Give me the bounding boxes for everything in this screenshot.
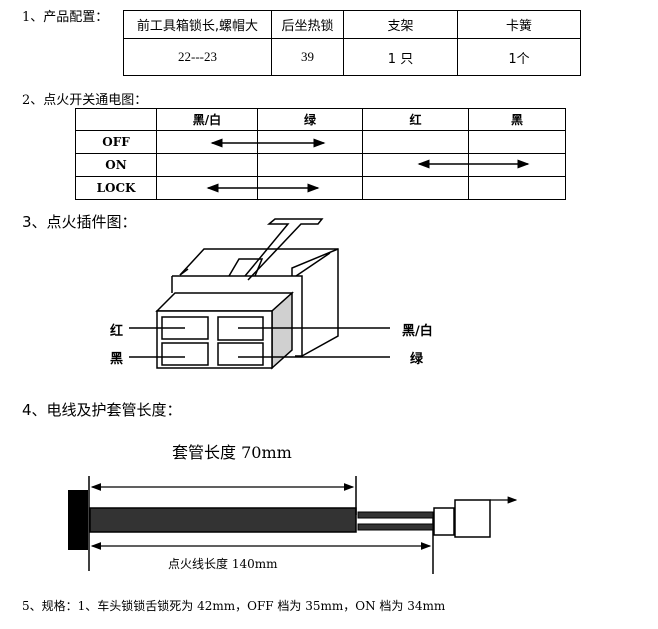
value-cell: 22---23 <box>123 38 272 76</box>
connection-arrows <box>206 138 530 193</box>
section5-spec: 5、规格：1、车头锁锁舌锁死为 42mm，OFF 档为 35mm，ON 档为 3… <box>22 599 446 613</box>
ignition-switch-table: 黑/白 绿 红 黑 OFF ON LOCK <box>75 108 566 200</box>
header-cell: 支架 <box>343 10 458 39</box>
label-green: 绿 <box>410 352 424 367</box>
connector-drawing <box>129 218 390 370</box>
label-black: 黑 <box>110 352 124 367</box>
sleeve <box>89 507 357 533</box>
end-cap <box>68 490 88 550</box>
wire <box>357 523 434 531</box>
header-cell: 卡簧 <box>457 10 581 39</box>
wire-length-drawing <box>68 476 518 574</box>
product-config-table: 前工具箱锁长,螺帽大 后坐热锁 支架 卡簧 22---23 39 1 只 1个 <box>123 10 581 76</box>
value-cell: 1个 <box>457 38 581 76</box>
section2-title: 2、点火开关通电图： <box>22 93 148 108</box>
row-label: LOCK <box>75 176 157 200</box>
row-label: ON <box>75 153 157 177</box>
wire-length-label: 点火线长度 140mm <box>168 557 278 571</box>
header-cell: 前工具箱锁长,螺帽大 <box>123 10 272 39</box>
wire <box>357 511 434 519</box>
section4-title: 4、电线及护套管长度： <box>22 401 182 419</box>
label-black-white: 黑/白 <box>402 324 433 339</box>
label-red: 红 <box>110 324 124 339</box>
value-cell: 1 只 <box>343 38 458 76</box>
terminal <box>433 507 455 536</box>
header-cell: 黑/白 <box>156 108 258 131</box>
row-label: OFF <box>75 130 157 154</box>
sleeve-length-label: 套管长度 70mm <box>172 443 292 462</box>
section1-title: 1、产品配置： <box>22 10 109 25</box>
terminal-housing <box>454 499 491 538</box>
header-cell: 后坐热锁 <box>271 10 344 39</box>
section3-title: 3、点火插件图： <box>22 213 137 231</box>
value-cell: 39 <box>271 38 344 76</box>
